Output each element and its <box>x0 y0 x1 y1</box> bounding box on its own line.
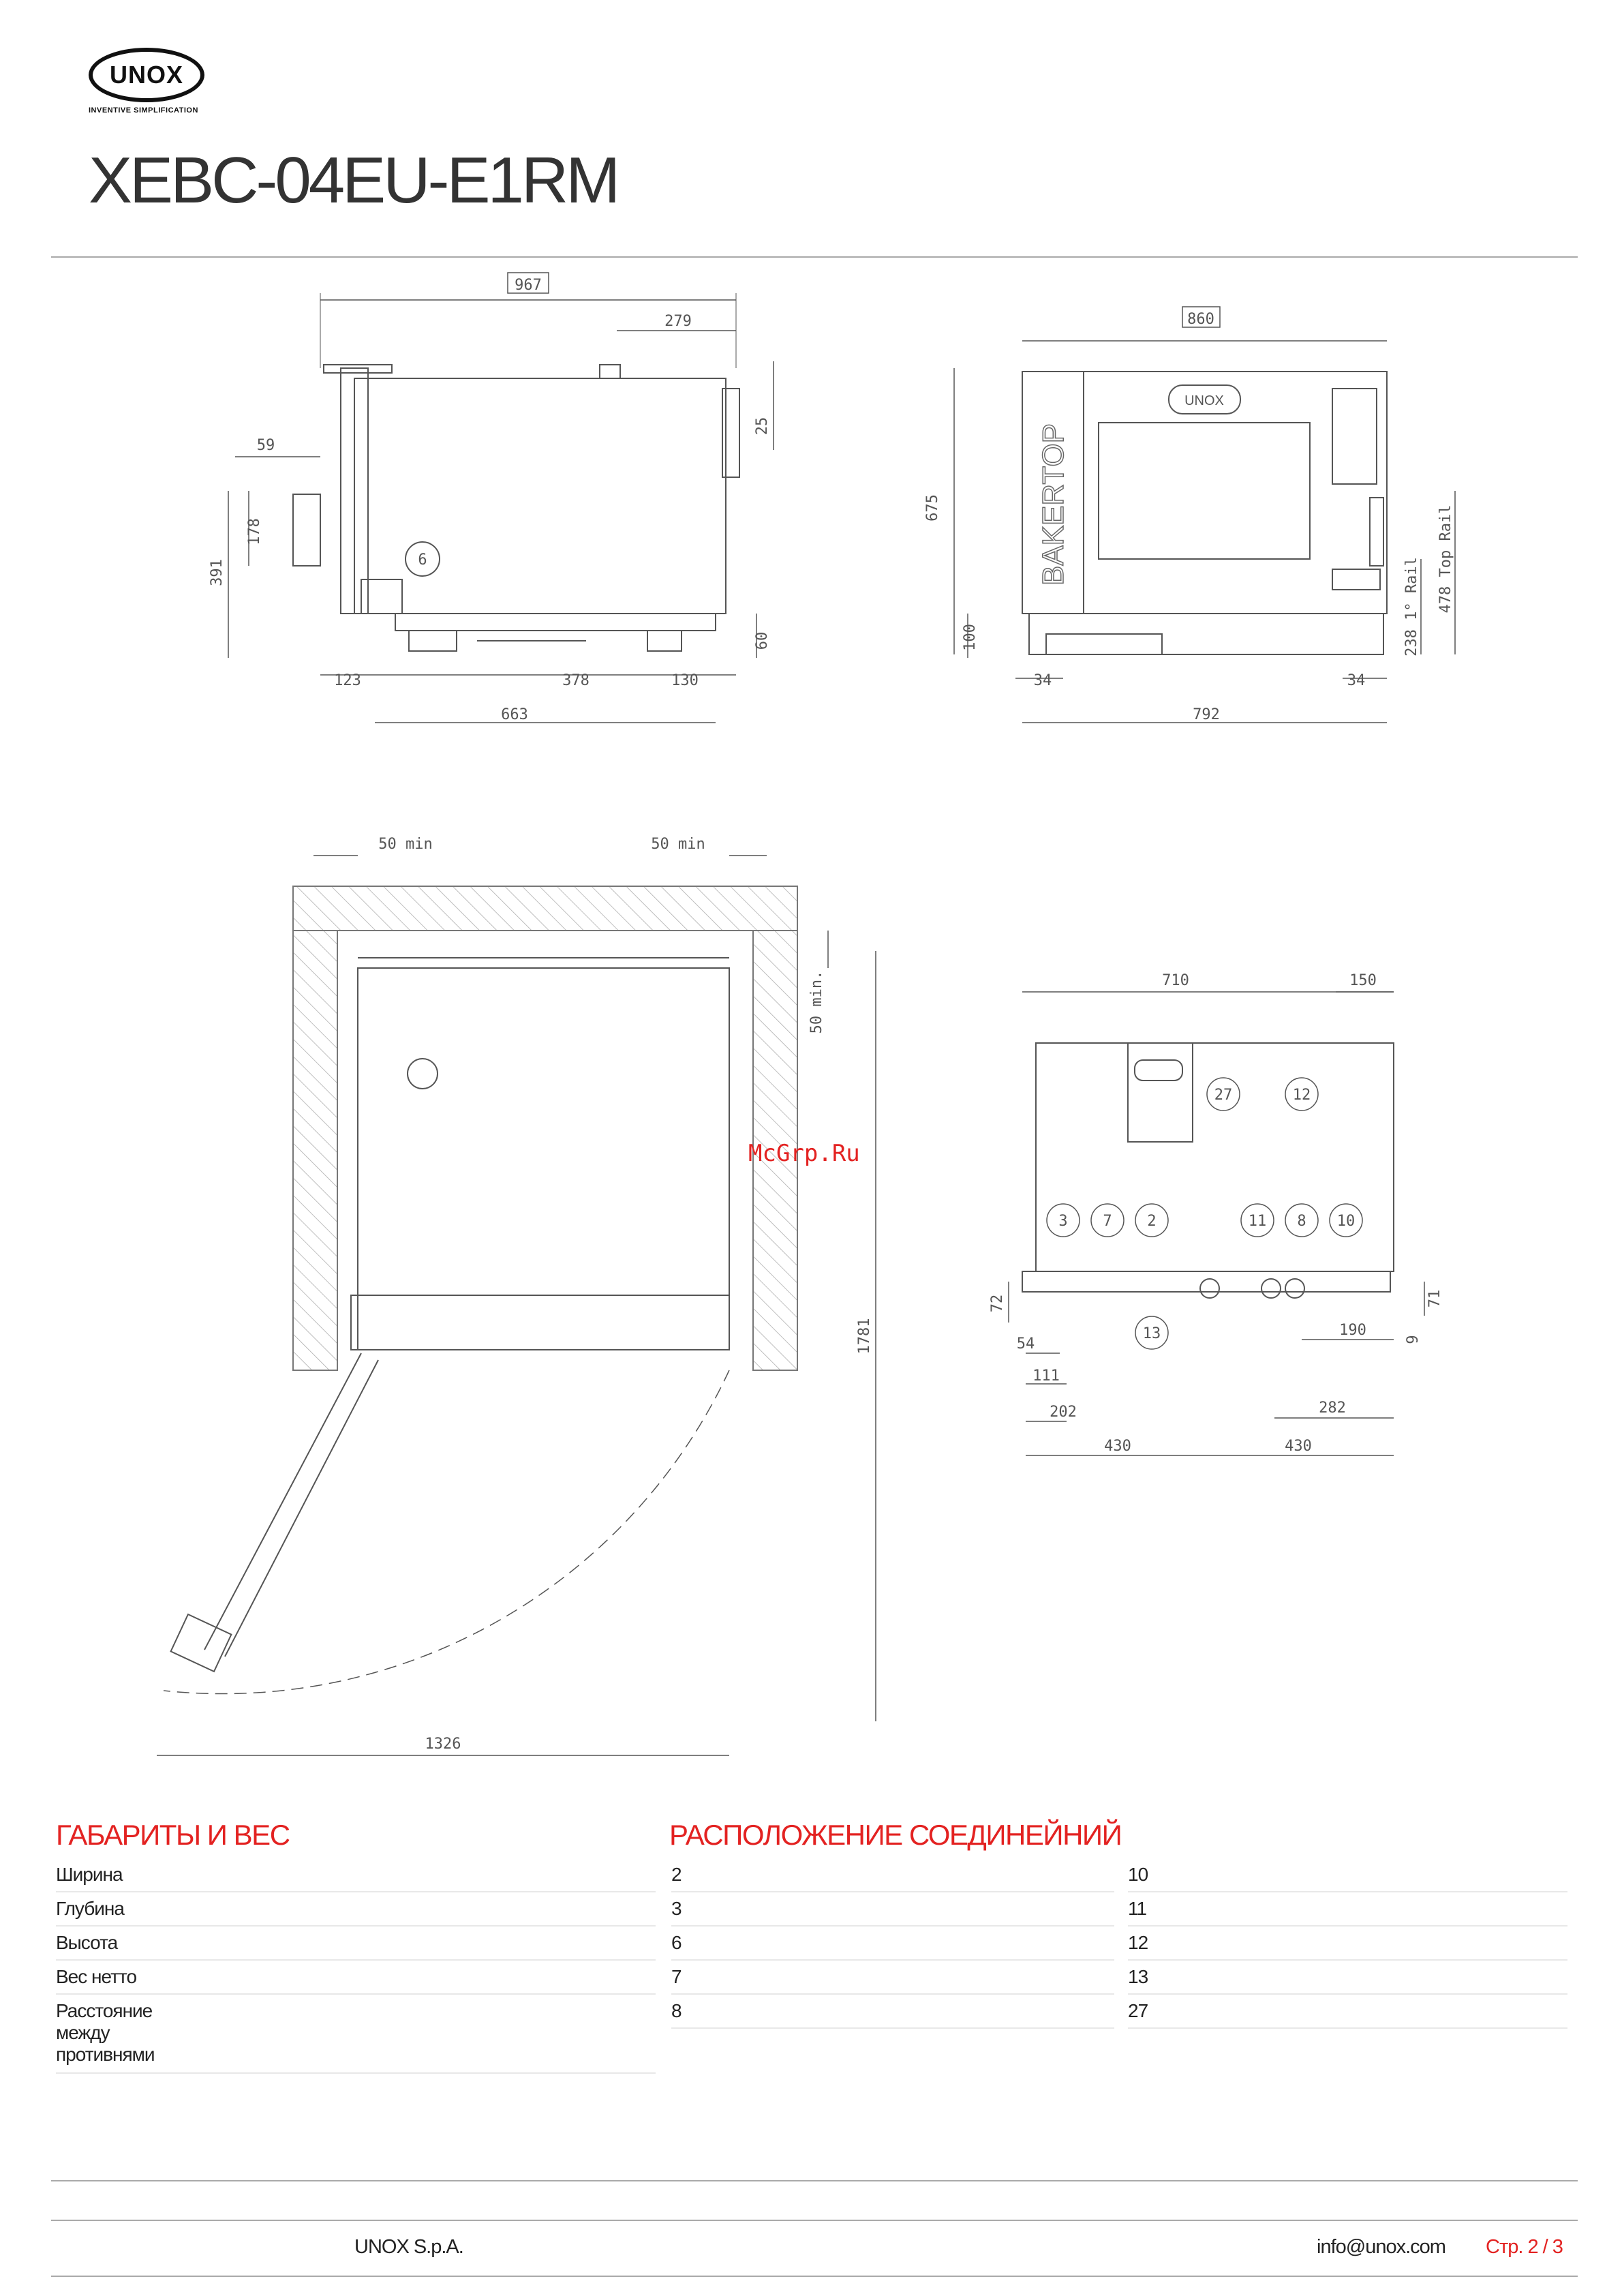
callout-13: 13 <box>1143 1325 1161 1342</box>
top-dim-1781: 1781 <box>856 1318 873 1355</box>
conn-row: 13 <box>1128 1962 1567 1995</box>
side-dim-378: 378 <box>562 672 590 689</box>
rear-dim-430-right: 430 <box>1285 1438 1312 1455</box>
top-view: 50 min 50 min 50 min. 1781 1326 <box>157 836 876 1756</box>
side-dim-60: 60 <box>754 632 771 650</box>
callout-3: 3 <box>1058 1213 1067 1230</box>
side-dim-123: 123 <box>334 672 361 689</box>
callout-2: 2 <box>1147 1213 1156 1230</box>
tray-spacing-label: Расстояние между противнями <box>56 2000 155 2065</box>
side-dim-width: 967 <box>515 277 542 294</box>
side-dim-vent: 59 <box>257 437 275 454</box>
dim-row-weight: Вес нетто <box>56 1962 656 1995</box>
top-dim-1326: 1326 <box>425 1736 461 1753</box>
footer-company: UNOX S.p.A. <box>354 2236 464 2258</box>
conn-row: 12 <box>1128 1928 1567 1961</box>
rear-dim-202: 202 <box>1050 1404 1077 1421</box>
rear-dim-430-left: 430 <box>1104 1438 1131 1455</box>
conn-row: 2 <box>671 1860 1114 1892</box>
rear-dim-190: 190 <box>1339 1322 1366 1339</box>
bakertop-label: BAKERTOP <box>1037 423 1070 586</box>
conn-row: 11 <box>1128 1894 1567 1927</box>
rear-dim-111: 111 <box>1032 1368 1060 1385</box>
logo-mark: UNOX <box>89 48 204 102</box>
rear-dim-72: 72 <box>989 1295 1006 1313</box>
front-dim-width: 860 <box>1187 311 1214 328</box>
rear-dim-282: 282 <box>1319 1400 1346 1417</box>
side-dim-663: 663 <box>501 706 528 723</box>
footer-divider <box>51 2220 1578 2221</box>
footer-divider-bottom <box>51 2276 1578 2277</box>
side-dim-130: 130 <box>671 672 699 689</box>
side-dim-top: 279 <box>664 313 692 330</box>
unox-logo: UNOX INVENTIVE SIMPLIFICATION <box>89 48 211 119</box>
callout-10: 10 <box>1337 1213 1356 1230</box>
footer-divider-top <box>51 2180 1578 2181</box>
connections-section-title: РАСПОЛОЖЕНИЕ СОЕДИНЕЙНИЙ <box>669 1819 1122 1851</box>
conn-row: 8 <box>671 1996 1114 2029</box>
dim-row-width: Ширина <box>56 1860 656 1892</box>
front-dim-rail1: 238 1° Rail <box>1403 557 1420 656</box>
rear-dim-54: 54 <box>1017 1335 1035 1353</box>
top-dim-clear-rear: 50 min. <box>808 971 825 1034</box>
side-view: 967 279 25 59 178 391 6 123 378 130 60 6… <box>209 272 774 723</box>
rear-view: 710 150 72 71 54 111 202 430 430 190 9 2… <box>989 972 1443 1456</box>
conn-row: 10 <box>1128 1860 1567 1892</box>
side-dim-right: 25 <box>754 417 771 436</box>
callout-8: 8 <box>1297 1213 1306 1230</box>
front-dim-34-left: 34 <box>1034 672 1052 689</box>
conn-row: 3 <box>671 1894 1114 1927</box>
technical-drawing: 967 279 25 59 178 391 6 123 378 130 60 6… <box>157 272 1456 1756</box>
front-view: 860 675 100 34 34 792 238 1° Rail 478 To… <box>924 306 1456 723</box>
model-title: XEBC-04EU-E1RM <box>89 144 620 217</box>
front-dim-792: 792 <box>1193 706 1220 723</box>
front-dim-34-right: 34 <box>1347 672 1366 689</box>
front-badge: UNOX <box>1184 393 1224 408</box>
header-divider <box>51 256 1578 258</box>
watermark: McGrp.Ru <box>748 1140 860 1167</box>
dimensions-section-title: ГАБАРИТЫ И ВЕС <box>56 1819 290 1851</box>
front-dim-legs: 100 <box>962 624 979 651</box>
rear-dim-71: 71 <box>1426 1290 1443 1308</box>
rear-dim-9: 9 <box>1405 1335 1422 1344</box>
callout-12: 12 <box>1293 1087 1311 1104</box>
rear-dim-710: 710 <box>1162 972 1189 989</box>
callout-27: 27 <box>1214 1087 1233 1104</box>
callout-7: 7 <box>1103 1213 1112 1230</box>
side-callout-6: 6 <box>418 552 427 569</box>
footer-email: info@unox.com <box>1317 2236 1446 2258</box>
dim-row-height: Высота <box>56 1928 656 1961</box>
conn-row: 27 <box>1128 1996 1567 2029</box>
rear-dim-150: 150 <box>1349 972 1377 989</box>
conn-row: 7 <box>671 1962 1114 1995</box>
dim-row-depth: Глубина <box>56 1894 656 1927</box>
top-dim-clear-right: 50 min <box>651 836 705 853</box>
footer-page-number: Стр. 2 / 3 <box>1486 2236 1563 2258</box>
conn-row: 6 <box>671 1928 1114 1961</box>
logo-text: UNOX <box>109 61 183 89</box>
side-dim-flue: 178 <box>246 518 263 545</box>
logo-tagline: INVENTIVE SIMPLIFICATION <box>89 106 198 115</box>
top-dim-clear-left: 50 min <box>378 836 432 853</box>
front-dim-toprail: 478 Top Rail <box>1437 505 1454 614</box>
callout-11: 11 <box>1249 1213 1267 1230</box>
front-dim-height: 675 <box>924 494 941 522</box>
side-dim-height: 391 <box>209 559 226 586</box>
dim-row-tray-spacing: Расстояние между противнями <box>56 1996 656 2074</box>
